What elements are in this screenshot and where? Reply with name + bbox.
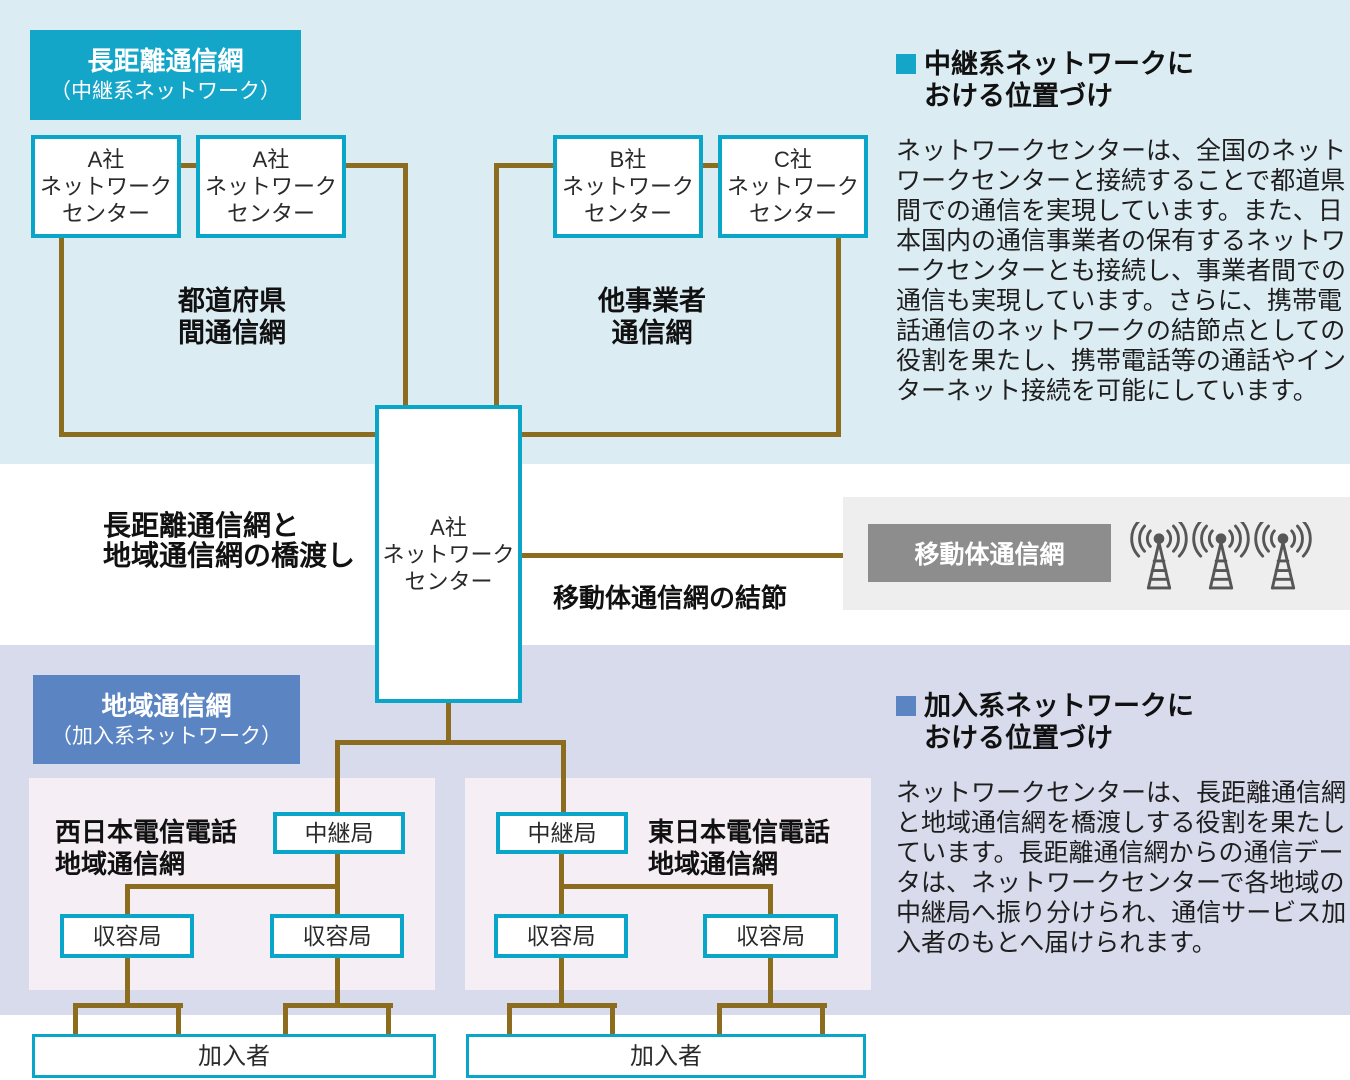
connector [561, 740, 566, 814]
label-other-carriers-network: 他事業者 通信網 [598, 286, 706, 348]
connector [283, 1003, 288, 1036]
connector [59, 236, 64, 437]
connector [717, 1003, 827, 1008]
connector [125, 956, 130, 1008]
connector [335, 956, 340, 1008]
connector [717, 1003, 722, 1036]
connector [179, 163, 200, 168]
connector [125, 884, 130, 916]
connector [820, 1003, 825, 1036]
connector [518, 553, 843, 558]
connector [386, 1003, 391, 1036]
trunk-positioning-body: ネットワークセンターは、全国のネットワークセンターと接続することで都道県間での通… [896, 137, 1347, 405]
label-east-ntt: 東日本電信電話 地域通信網 [648, 817, 831, 879]
label-prefectural-network: 都道府県 間通信網 [178, 286, 286, 348]
node-network-center-a1: A社 ネットワーク センター [31, 135, 181, 238]
node-local-exchange-2: 収容局 [270, 914, 404, 958]
regional-network-badge: 地域通信網 （加入系ネットワーク） [33, 675, 300, 764]
connector [507, 1003, 512, 1036]
node-network-center-a2: A社 ネットワーク センター [196, 135, 346, 238]
trunk-positioning-heading: 中継系ネットワークに おける位置づけ [896, 48, 1194, 112]
antenna-icon-group [1130, 522, 1312, 594]
connector [176, 1003, 181, 1036]
node-subscribers-west: 加入者 [32, 1034, 436, 1078]
regional-badge-title: 地域通信網 [101, 690, 232, 721]
connector [335, 740, 340, 814]
label-bridge-role: 長距離通信網と 地域通信網の橋渡し [103, 510, 356, 571]
connector [446, 701, 451, 745]
node-network-center-main: A社 ネットワーク センター [375, 405, 522, 703]
connector [59, 432, 377, 437]
connector [494, 163, 499, 405]
regional-badge-subtitle: （加入系ネットワーク） [51, 724, 282, 748]
mobile-network-badge: 移動体通信網 [868, 524, 1111, 582]
antenna-icon [1192, 522, 1250, 590]
connector [73, 1003, 183, 1008]
trunk-network-badge: 長距離通信網 （中継系ネットワーク） [30, 30, 301, 120]
connector [125, 884, 340, 889]
connector [559, 956, 564, 1008]
connector [507, 1003, 617, 1008]
regional-heading-text: 加入系ネットワークに おける位置づけ [924, 691, 1194, 753]
label-mobile-junction: 移動体通信網の結節 [553, 583, 788, 613]
node-relay-station-west: 中継局 [273, 812, 405, 854]
regional-positioning-heading: 加入系ネットワークに おける位置づけ [896, 690, 1194, 754]
connector [610, 1003, 615, 1036]
node-network-center-b: B社 ネットワーク センター [553, 135, 703, 238]
node-local-exchange-4: 収容局 [703, 914, 838, 958]
node-subscribers-east: 加入者 [466, 1034, 866, 1078]
connector [403, 163, 408, 405]
node-network-center-c: C社 ネットワーク センター [718, 135, 868, 238]
node-relay-station-east: 中継局 [496, 812, 628, 854]
connector [335, 740, 566, 745]
regional-positioning-body: ネットワークセンターは、長距離通信網と地域通信網を橋渡しする役割を果たしています… [896, 779, 1347, 957]
square-bullet-icon [896, 54, 916, 74]
connector [836, 236, 841, 437]
trunk-badge-subtitle: （中継系ネットワーク） [50, 80, 281, 103]
connector [768, 884, 773, 916]
connector [73, 1003, 78, 1036]
antenna-icon [1254, 522, 1312, 590]
trunk-badge-title: 長距離通信網 [87, 46, 244, 76]
antenna-icon [1130, 522, 1188, 590]
node-local-exchange-1: 収容局 [60, 914, 194, 958]
connector [559, 884, 773, 889]
connector [494, 163, 555, 168]
label-west-ntt: 西日本電信電話 地域通信網 [55, 817, 238, 879]
connector [344, 163, 408, 168]
connector [768, 956, 773, 1008]
connector [701, 163, 720, 168]
trunk-heading-text: 中継系ネットワークに おける位置づけ [924, 49, 1194, 111]
connector [283, 1003, 393, 1008]
square-bullet-icon [896, 696, 916, 716]
node-local-exchange-3: 収容局 [494, 914, 628, 958]
connector [518, 432, 841, 437]
